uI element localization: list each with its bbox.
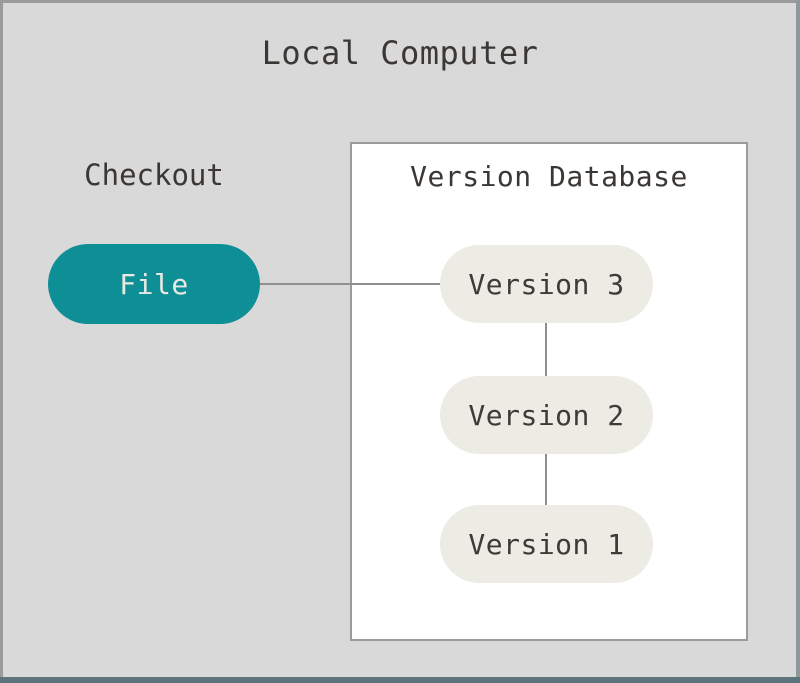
version-node-label: Version 3 <box>468 267 625 301</box>
diagram-title: Local Computer <box>261 34 539 72</box>
version-node-label: Version 1 <box>468 527 625 561</box>
checkout-label: Checkout <box>84 158 224 192</box>
frame-edge-right <box>796 0 800 683</box>
file-node-label: File <box>119 267 189 301</box>
frame-edge-bottom <box>0 677 800 683</box>
version3-to-version2-connector-line <box>545 322 547 377</box>
file-node: File <box>48 244 260 324</box>
frame-edge-left <box>0 0 3 683</box>
file-to-version3-connector-line <box>260 283 441 285</box>
version-node-1: Version 1 <box>440 505 653 583</box>
version-node-2: Version 2 <box>440 376 653 454</box>
frame-edge-top <box>0 0 800 3</box>
version-node-3: Version 3 <box>440 245 653 323</box>
version2-to-version1-connector-line <box>545 453 547 506</box>
version-database-title: Version Database <box>410 160 688 193</box>
version-node-label: Version 2 <box>468 398 625 432</box>
